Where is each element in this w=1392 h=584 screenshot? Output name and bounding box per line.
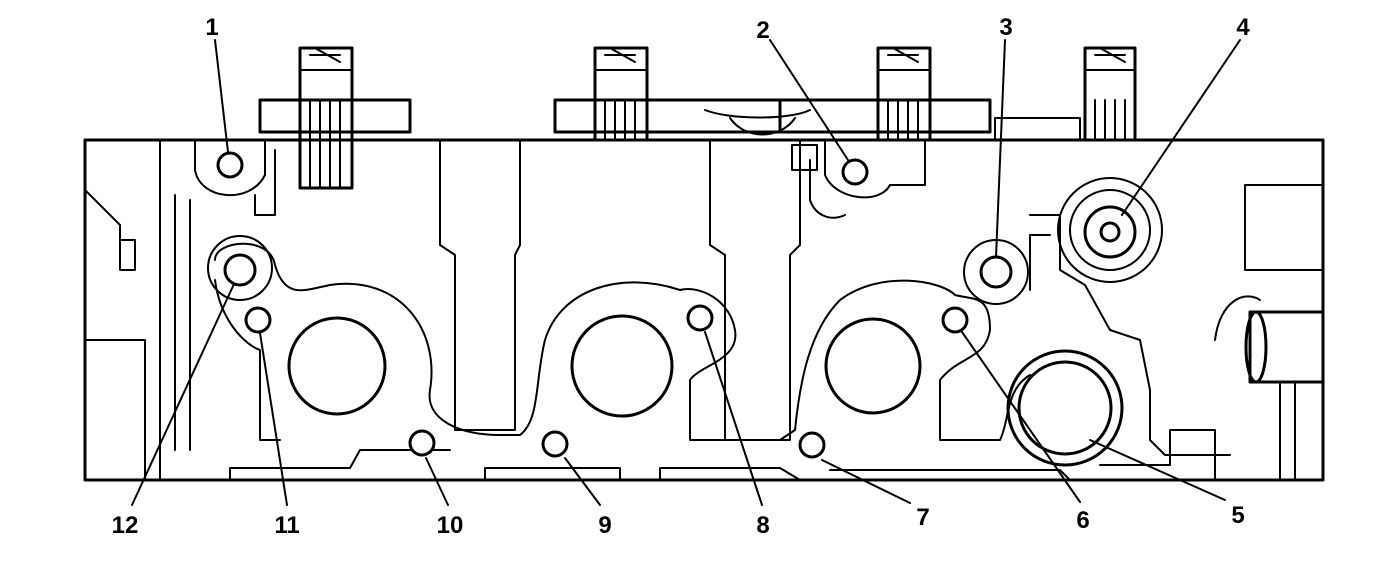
callout-8: 8	[756, 512, 769, 539]
hole-11	[244, 306, 272, 334]
callout-10: 10	[437, 512, 464, 539]
combustion-chamber-1	[287, 316, 387, 416]
combustion-chamber-3	[824, 317, 922, 415]
bearing-cap-2	[593, 46, 649, 142]
hole-1	[216, 151, 244, 179]
bearing-cap-4	[1083, 46, 1137, 142]
hole-12	[207, 235, 273, 301]
top-rails	[258, 98, 1081, 141]
combustion-chamber-2	[570, 314, 674, 418]
hole-5	[1006, 349, 1124, 467]
bolt-holes	[207, 151, 1163, 467]
hole-4	[1057, 177, 1163, 283]
callout-7: 7	[916, 504, 929, 531]
callout-2: 2	[756, 17, 769, 44]
hole-2	[841, 158, 869, 186]
leader-lines	[131, 39, 1241, 506]
callout-3: 3	[999, 14, 1012, 41]
hole-7	[798, 431, 826, 459]
hole-9	[541, 430, 569, 458]
cylinder-head-outline	[83, 138, 1325, 482]
callout-4: 4	[1236, 14, 1250, 41]
hole-8	[686, 304, 714, 332]
callout-11: 11	[274, 512, 299, 539]
callout-12: 12	[112, 512, 139, 539]
hole-10	[408, 429, 436, 457]
combustion-chambers	[287, 314, 922, 418]
callout-1: 1	[205, 14, 218, 41]
bearing-cap-1	[298, 46, 354, 190]
bearing-cap-3	[876, 46, 932, 142]
callout-9: 9	[598, 512, 611, 539]
hole-6	[941, 306, 969, 334]
bearing-caps	[298, 46, 1137, 190]
callout-5: 5	[1231, 502, 1244, 529]
callout-labels: 1 2 3 4 5 6 7 8 9 10 11 12	[112, 14, 1251, 539]
callout-6: 6	[1076, 507, 1089, 534]
